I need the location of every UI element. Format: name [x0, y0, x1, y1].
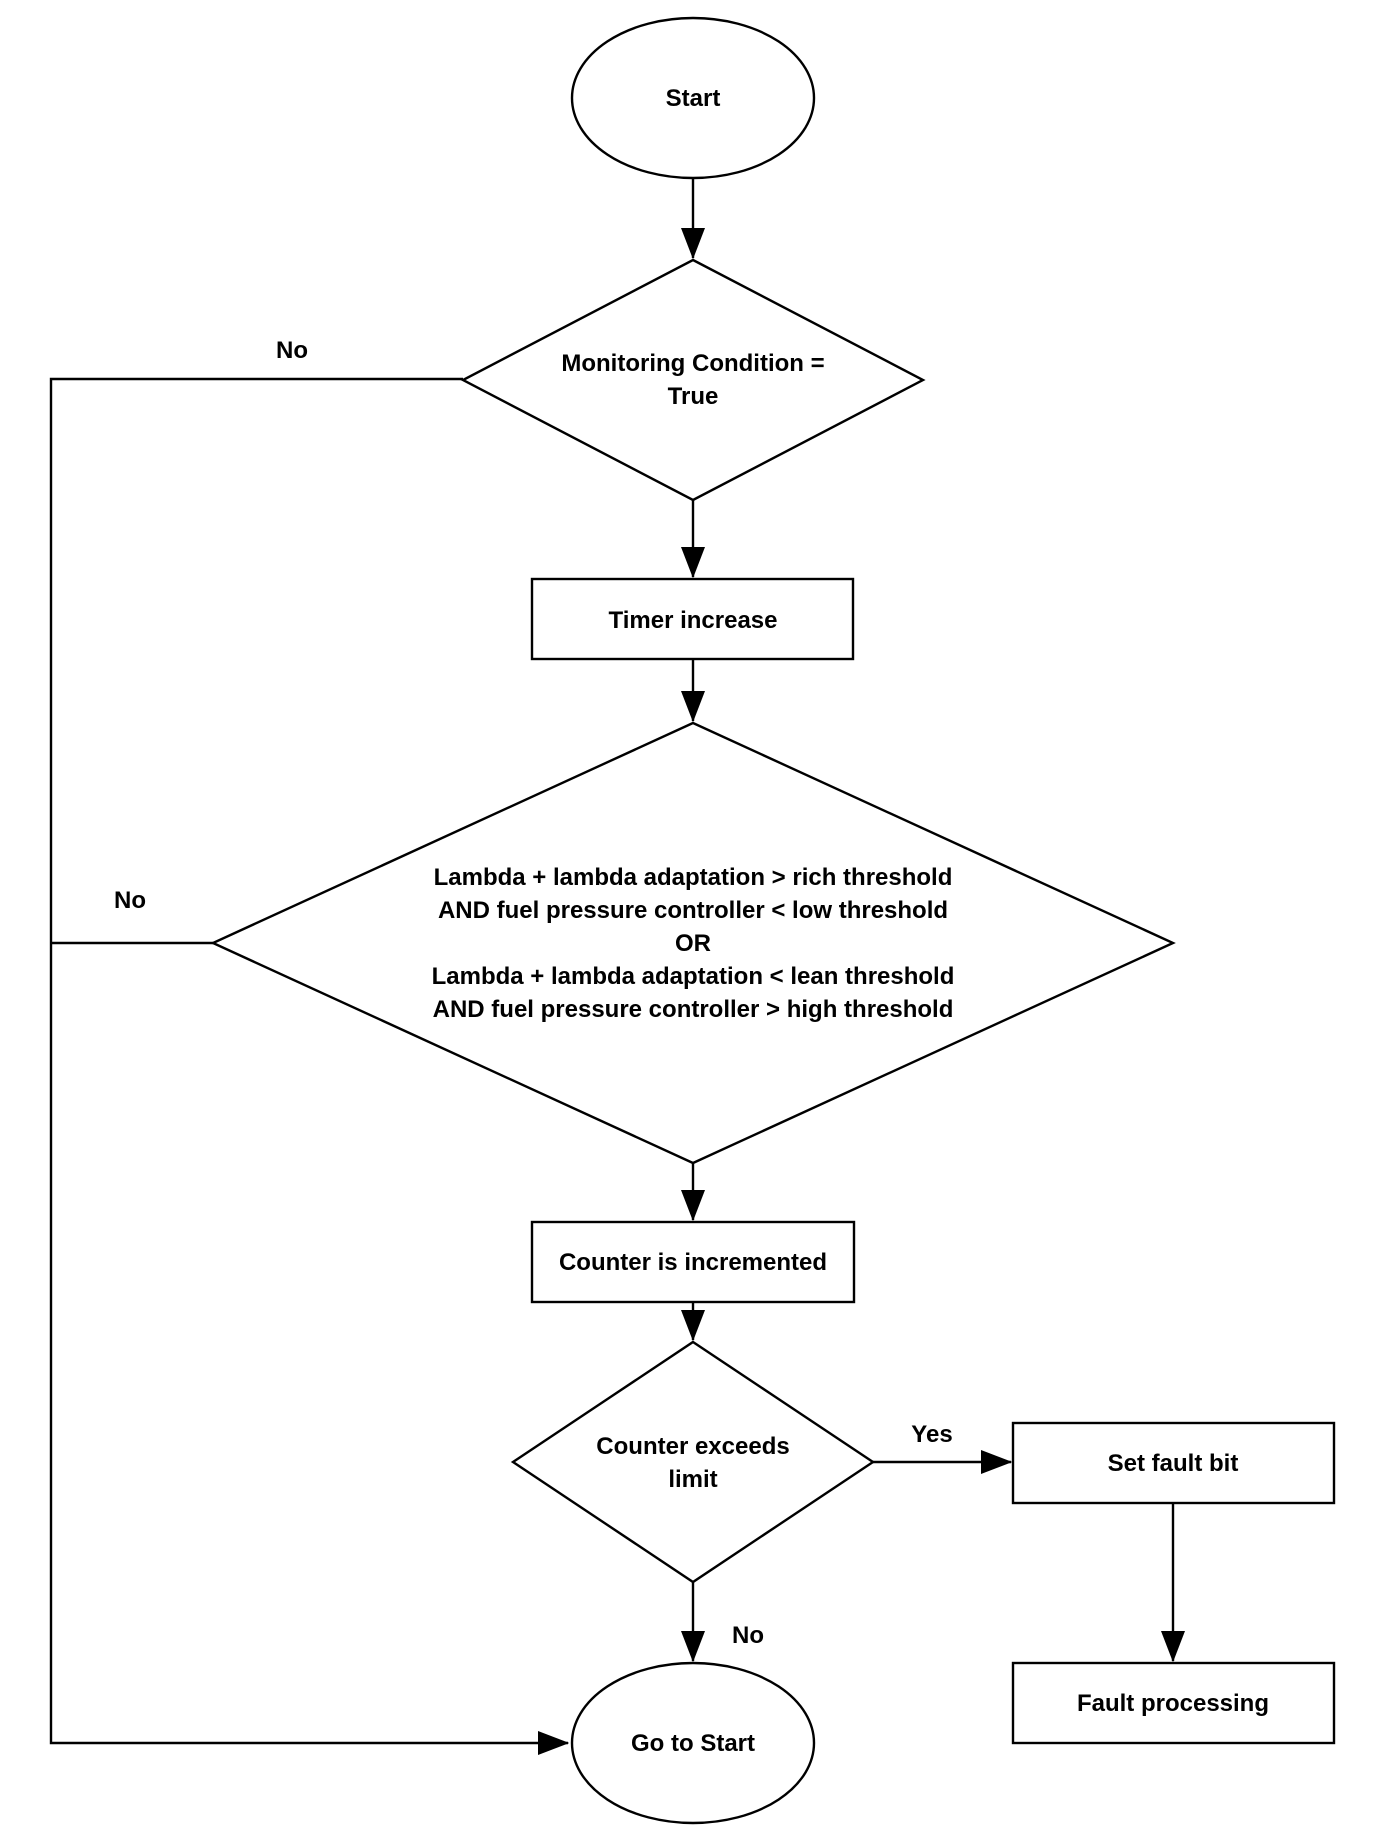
start-terminator-shape: [570, 16, 816, 180]
fault-processing-process-shape: [1011, 1661, 1336, 1745]
counter-process-shape: [530, 1220, 856, 1304]
monitoring-label-line2: True: [668, 383, 719, 410]
set-fault-label: Set fault bit: [1108, 1450, 1239, 1477]
label-lambda-no: No: [114, 887, 146, 914]
timer-process-shape: [530, 577, 855, 661]
go-to-start-terminator-shape: [570, 1661, 816, 1825]
node-fault-processing: Fault processing: [1011, 1661, 1336, 1745]
monitoring-label-line1: Monitoring Condition =: [561, 350, 824, 377]
node-monitoring-condition: Monitoring Condition = True: [460, 258, 926, 502]
node-counter-incremented: Counter is incremented: [530, 1220, 856, 1304]
monitoring-decision-shape: [460, 258, 926, 502]
edge-monitoring-no-loop: [49, 377, 570, 1755]
go-to-start-label: Go to Start: [631, 1730, 755, 1757]
limit-label-line2: limit: [668, 1466, 717, 1493]
node-counter-exceeds-limit: Counter exceeds limit: [510, 1340, 876, 1584]
lambda-label-line4: Lambda + lambda adaptation < lean thresh…: [432, 963, 955, 990]
limit-label-line1: Counter exceeds: [596, 1433, 789, 1460]
fault-processing-label: Fault processing: [1077, 1690, 1269, 1717]
counter-label: Counter is incremented: [559, 1249, 827, 1276]
lambda-label-line5: AND fuel pressure controller > high thre…: [433, 996, 954, 1023]
lambda-label-line3: OR: [675, 930, 711, 957]
label-counter-yes: Yes: [911, 1421, 952, 1448]
node-set-fault-bit: Set fault bit: [1011, 1421, 1336, 1505]
limit-decision-shape: [510, 1340, 876, 1584]
lambda-label-line1: Lambda + lambda adaptation > rich thresh…: [434, 864, 953, 891]
lambda-decision-shape: [210, 721, 1176, 1165]
set-fault-process-shape: [1011, 1421, 1336, 1505]
timer-label: Timer increase: [609, 607, 778, 634]
node-start: Start: [570, 16, 816, 180]
label-counter-no: No: [732, 1622, 764, 1649]
node-timer-increase: Timer increase: [530, 577, 855, 661]
node-go-to-start: Go to Start: [570, 1661, 816, 1825]
start-label: Start: [666, 85, 721, 112]
lambda-label-line2: AND fuel pressure controller < low thres…: [438, 897, 948, 924]
node-lambda-fuel-pressure-check: Lambda + lambda adaptation > rich thresh…: [210, 721, 1176, 1165]
label-monitoring-no: No: [276, 337, 308, 364]
